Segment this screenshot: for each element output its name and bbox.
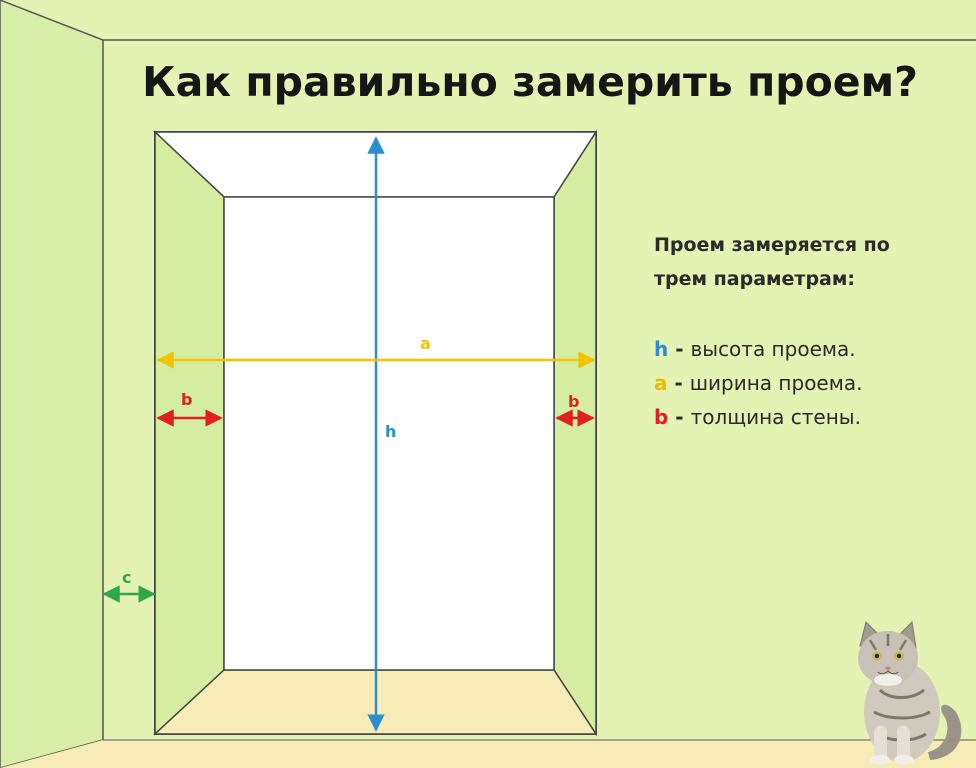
left-side-wall (0, 0, 104, 768)
legend-symbol-thickness: b (654, 405, 669, 429)
legend-separator-height: - (668, 337, 691, 361)
legend-text-height: высота проема. (690, 337, 856, 361)
legend: h - высота проема. a - ширина проема. b … (654, 332, 954, 434)
room-floor (0, 740, 976, 768)
width-label: a (420, 334, 431, 353)
legend-separator-width: - (667, 371, 690, 395)
info-panel: Проем замеряется по трем параметрам: h -… (654, 228, 954, 434)
thickness-left-label: b (181, 390, 193, 409)
legend-symbol-width: a (654, 371, 668, 395)
parameters-heading-line2: трем параметрам: (654, 268, 855, 290)
legend-separator-thickness: - (668, 405, 691, 429)
legend-row-height: h - высота проема. (654, 332, 954, 366)
legend-text-width: ширина проема. (689, 371, 863, 395)
cat-illustration (858, 620, 962, 765)
opening-right-reveal (553, 129, 597, 737)
opening-back-plane (223, 196, 555, 671)
parameters-heading: Проем замеряется по трем параметрам: (654, 228, 954, 296)
legend-text-thickness: толщина стены. (690, 405, 861, 429)
legend-row-thickness: b - толщина стены. (654, 400, 954, 434)
legend-symbol-height: h (654, 337, 669, 361)
height-label: h (385, 422, 397, 441)
page-title: Как правильно замерить проем? (142, 58, 918, 106)
thickness-right-label: b (568, 392, 580, 411)
wall-offset-label: c (122, 568, 132, 587)
legend-row-width: a - ширина проема. (654, 366, 954, 400)
opening-left-reveal (154, 130, 225, 736)
parameters-heading-line1: Проем замеряется по (654, 234, 890, 256)
